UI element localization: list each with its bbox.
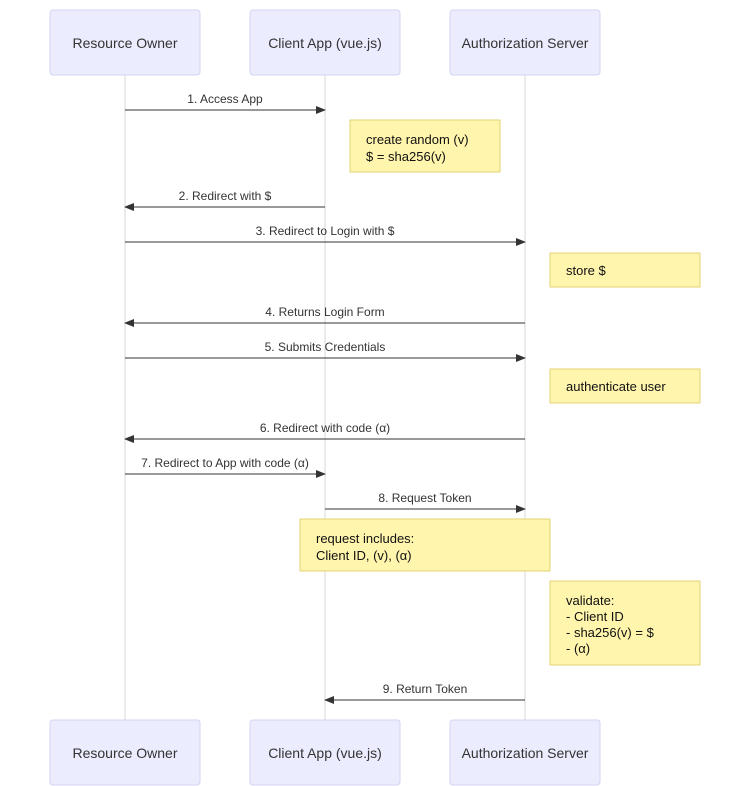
message-label: 6. Redirect with code (α) (260, 421, 390, 435)
actor-authorization-server-bottom: Authorization Server (449, 719, 601, 786)
note-line: create random (v) (366, 132, 469, 147)
note-line: - sha256(v) = $ (566, 625, 655, 640)
svg-text:request includes: Client: request includes: Client ID, (v), (α) (316, 531, 418, 563)
note-line: store $ (566, 263, 607, 278)
note-line: $ = sha256(v) (366, 149, 446, 164)
note-authenticate: authenticate user (549, 368, 701, 404)
message-9: 9. Return Token (324, 682, 525, 704)
message-label: 7. Redirect to App with code (α) (141, 456, 309, 470)
actor-label: Authorization Server (462, 745, 589, 761)
actor-client-app-top: Client App (vue.js) (249, 9, 401, 76)
message-label: 1. Access App (187, 92, 263, 106)
message-label: 5. Submits Credentials (265, 340, 386, 354)
actor-label: Resource Owner (72, 35, 177, 51)
actor-resource-owner-bottom: Resource Owner (49, 719, 201, 786)
message-label: 8. Request Token (378, 491, 471, 505)
message-label: 2. Redirect with $ (179, 189, 272, 203)
actor-label: Client App (vue.js) (268, 745, 382, 761)
note-validate: validate: - Client ID - sha256(v) = $ - … (549, 580, 701, 666)
actor-authorization-server-top: Authorization Server (449, 9, 601, 76)
message-1: 1. Access App (125, 92, 326, 114)
message-label: 9. Return Token (383, 682, 468, 696)
note-line: Client ID, (v), (α) (316, 548, 412, 563)
note-store: store $ (549, 252, 701, 288)
message-6: 6. Redirect with code (α) (124, 421, 525, 443)
message-2: 2. Redirect with $ (124, 189, 325, 211)
note-line: authenticate user (566, 379, 666, 394)
actor-label: Resource Owner (72, 745, 177, 761)
svg-text:validate: - Client ID: validate: - Client ID - sha256(v) = $ - … (566, 593, 657, 656)
note-line: request includes: (316, 531, 414, 546)
message-label: 4. Returns Login Form (265, 305, 384, 319)
note-line: - (α) (566, 641, 590, 656)
note-create-random: create random (v) $ = sha256(v) (349, 119, 501, 173)
message-7: 7. Redirect to App with code (α) (125, 456, 326, 478)
svg-text:create random (v) $ = sh: create random (v) $ = sha256(v) (366, 132, 472, 164)
note-request-includes: request includes: Client ID, (v), (α) (299, 518, 551, 572)
actor-client-app-bottom: Client App (vue.js) (249, 719, 401, 786)
actor-resource-owner-top: Resource Owner (49, 9, 201, 76)
actor-label: Client App (vue.js) (268, 35, 382, 51)
message-8: 8. Request Token (325, 491, 526, 513)
note-line: - Client ID (566, 609, 624, 624)
message-5: 5. Submits Credentials (125, 340, 526, 362)
message-label: 3. Redirect to Login with $ (256, 224, 395, 238)
note-line: validate: (566, 593, 614, 608)
message-4: 4. Returns Login Form (124, 305, 525, 327)
message-3: 3. Redirect to Login with $ (125, 224, 526, 246)
actor-label: Authorization Server (462, 35, 589, 51)
